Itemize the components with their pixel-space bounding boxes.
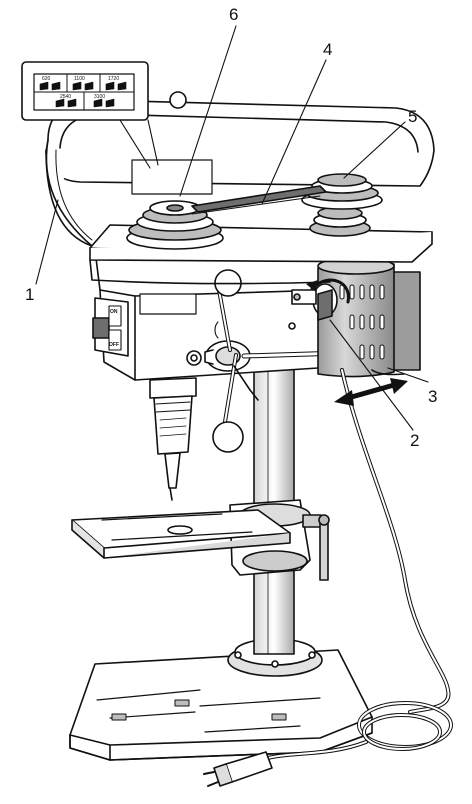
rotate-arrowhead: [306, 280, 318, 292]
callout-numbers: 6 4 5 1 3 2: [25, 5, 437, 450]
motor-slide-arrow: [345, 382, 397, 401]
pulley-cover: [45, 91, 435, 247]
leader-4: [261, 59, 327, 205]
callout-5: 5: [408, 107, 417, 126]
callout-3: 3: [428, 387, 437, 406]
speed-label-4: 3100: [94, 94, 105, 100]
speed-chart-labels: 620 1100 1720 2540 3100: [42, 76, 119, 100]
plug: [203, 751, 273, 787]
work-table: [71, 499, 330, 581]
base: [69, 638, 373, 761]
switch-labels: ON OFF: [109, 309, 119, 348]
motor: [291, 257, 421, 378]
leader-3: [387, 367, 429, 383]
leader-5: [343, 121, 406, 179]
switch-off-label: OFF: [109, 342, 119, 348]
speed-label-2: 1720: [108, 76, 119, 82]
speed-label-0: 620: [42, 76, 51, 82]
speed-chart-inset: [21, 61, 159, 169]
speed-label-1: 1100: [74, 76, 85, 82]
power-cord: [266, 368, 453, 760]
callout-4: 4: [323, 40, 332, 59]
leader-2: [329, 319, 414, 431]
motor-pulley: [301, 173, 383, 237]
speed-label-3: 2540: [60, 94, 71, 100]
spindle-pulley: [126, 200, 224, 250]
leader-lines: [35, 25, 429, 431]
callout-1: 1: [25, 285, 34, 304]
leader-1: [35, 199, 59, 285]
leader-6: [179, 25, 237, 197]
slide-arrowhead-right: [390, 378, 408, 394]
belt: [191, 185, 327, 215]
slide-arrowhead-left: [334, 390, 354, 406]
switch-on-label: ON: [110, 309, 118, 315]
chuck: [149, 377, 197, 501]
callout-2: 2: [410, 431, 419, 450]
callout-6: 6: [229, 5, 238, 24]
